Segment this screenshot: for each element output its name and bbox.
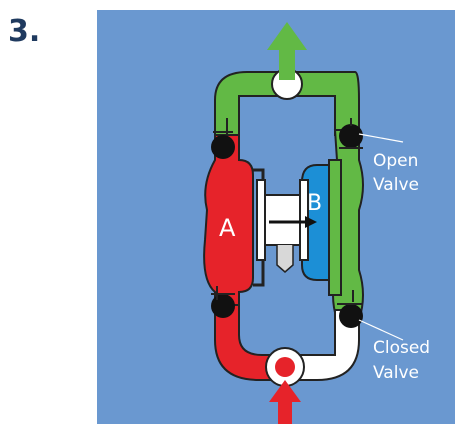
- valve-bottom-left: [211, 286, 235, 318]
- up-arrow-icon: [267, 22, 307, 80]
- chamber-a-label: A: [219, 214, 236, 242]
- closed-valve-label-line2: Valve: [373, 363, 419, 383]
- open-valve-label-line1: Open: [373, 151, 418, 171]
- up-arrow-icon: [269, 380, 301, 424]
- closed-valve-leader: [358, 319, 404, 341]
- pump-diagram: A B Open Valve Closed Valve: [97, 10, 455, 424]
- right-arrow-icon: [269, 216, 317, 228]
- valve-bottom-right: [337, 290, 363, 328]
- center-section: [256, 179, 309, 273]
- open-valve-label-line2: Valve: [373, 175, 419, 195]
- chamber-b-label: B: [307, 191, 322, 216]
- closed-valve-label-line1: Closed: [373, 338, 430, 358]
- inlet-ball: [275, 357, 295, 377]
- suction-manifold: [214, 304, 360, 381]
- discharge-manifold: [214, 71, 364, 321]
- valve-top-right: [339, 118, 363, 149]
- step-number: 3.: [8, 14, 41, 49]
- pump-diagram-svg: A B Open Valve Closed Valve: [97, 10, 455, 424]
- open-valve-leader: [358, 133, 404, 143]
- valve-top-left: [211, 118, 235, 159]
